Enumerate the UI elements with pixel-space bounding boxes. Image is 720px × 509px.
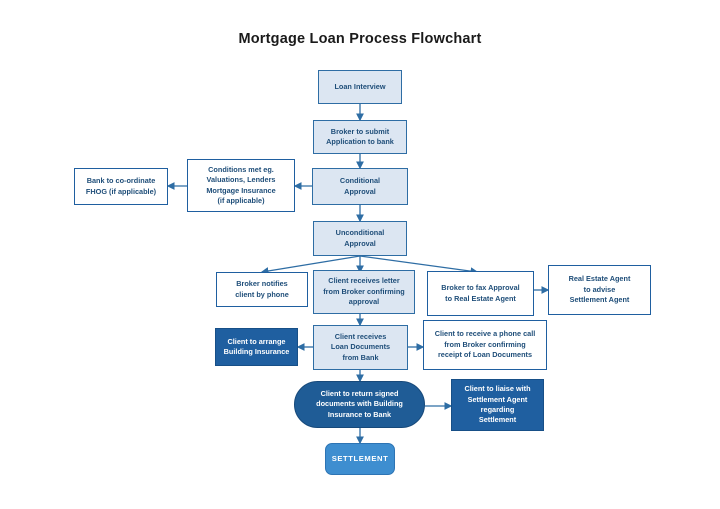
node-bank-coordinate-fhog[interactable]: Bank to co-ordinate FHOG (if applicable) (74, 168, 168, 205)
node-client-receive-phone-call[interactable]: Client to receive a phone call from Brok… (423, 320, 547, 370)
node-real-estate-agent-advise[interactable]: Real Estate Agent to advise Settlement A… (548, 265, 651, 315)
node-loan-interview[interactable]: Loan Interview (318, 70, 402, 104)
node-client-receives-letter[interactable]: Client receives letter from Broker confi… (313, 270, 415, 314)
node-client-return-signed-documents[interactable]: Client to return signed documents with B… (294, 381, 425, 428)
node-client-arrange-building-insurance[interactable]: Client to arrange Building Insurance (215, 328, 298, 366)
node-broker-notifies-client[interactable]: Broker notifies client by phone (216, 272, 308, 307)
node-client-receives-loan-documents[interactable]: Client receives Loan Documents from Bank (313, 325, 408, 370)
node-settlement[interactable]: SETTLEMENT (325, 443, 395, 475)
page-title: Mortgage Loan Process Flowchart (238, 31, 482, 47)
node-unconditional-approval[interactable]: Unconditional Approval (313, 221, 407, 256)
node-client-liaise-settlement-agent[interactable]: Client to liaise with Settlement Agent r… (451, 379, 544, 431)
node-conditions-met[interactable]: Conditions met eg. Valuations, Lenders M… (187, 159, 295, 212)
node-conditional-approval[interactable]: Conditional Approval (312, 168, 408, 205)
node-broker-fax-approval[interactable]: Broker to fax Approval to Real Estate Ag… (427, 271, 534, 316)
node-broker-submit-application[interactable]: Broker to submit Application to bank (313, 120, 407, 154)
